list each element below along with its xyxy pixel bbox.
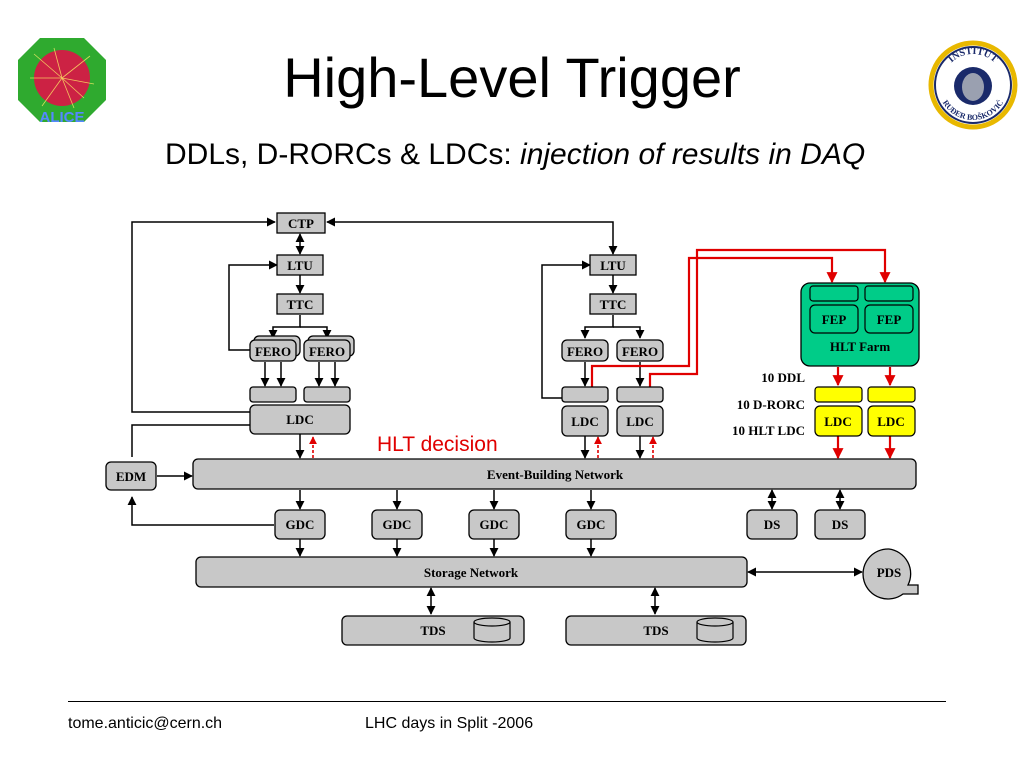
- tds-label-2: TDS: [643, 623, 668, 638]
- gdc-box-4: GDC: [565, 509, 617, 540]
- drorc-mid-2: [616, 386, 664, 403]
- alice-logo-text: ALICE: [40, 109, 85, 126]
- ltu-right-label: LTU: [600, 258, 626, 273]
- ltu-left-box: LTU: [276, 254, 324, 276]
- gdc-label-2: GDC: [383, 517, 412, 532]
- fero-box-4: FERO: [616, 339, 664, 362]
- ltu-left-label: LTU: [287, 258, 313, 273]
- gdc-box-2: GDC: [371, 509, 423, 540]
- pds-box: PDS: [862, 548, 919, 600]
- ds-label-1: DS: [764, 517, 781, 532]
- drorc-count-label: 10 D-RORC: [737, 397, 805, 412]
- ldc-left-box: LDC: [249, 404, 351, 435]
- ds-box-2: DS: [814, 509, 866, 540]
- hlt-farm-box: FEP FEP HLT Farm: [800, 282, 920, 367]
- ctp-box: CTP: [276, 212, 326, 234]
- ds-label-2: DS: [832, 517, 849, 532]
- ltu-right-box: LTU: [589, 254, 637, 276]
- svg-text:INSTITUT: INSTITUT: [946, 46, 1000, 65]
- ttc-left-label: TTC: [287, 297, 314, 312]
- ldc-hlt-box-1: LDC: [814, 405, 863, 437]
- connection-lines: [127, 217, 863, 615]
- ldc-hlt-label-2: LDC: [877, 414, 904, 429]
- irb-logo-top-text: INSTITUT: [946, 46, 1000, 65]
- storage-network-box: Storage Network: [195, 556, 748, 588]
- ldc-mid-box-1: LDC: [561, 405, 609, 437]
- slide-subtitle: DDLs, D-RORCs & LDCs: injection of resul…: [165, 138, 865, 172]
- event-building-network-box: Event-Building Network: [192, 458, 917, 490]
- fero-label-4: FERO: [622, 344, 658, 359]
- ldc-mid-label-2: LDC: [626, 414, 653, 429]
- subtitle-main: DDLs, D-RORCs & LDCs:: [165, 138, 521, 171]
- fero-box-1: FERO: [249, 335, 301, 362]
- footer-event: LHC days in Split -2006: [365, 715, 534, 732]
- drorc-left-1: [249, 386, 297, 403]
- fep-label-2: FEP: [877, 312, 902, 327]
- ttc-right-box: TTC: [589, 293, 637, 315]
- tds-box-1: TDS: [341, 615, 525, 646]
- hlt-farm-label: HLT Farm: [830, 339, 890, 354]
- alice-logo: ALICE: [18, 38, 106, 126]
- fero-label-3: FERO: [567, 344, 603, 359]
- ldc-left-label: LDC: [286, 412, 313, 427]
- pds-label: PDS: [877, 565, 902, 580]
- ldc-mid-label-1: LDC: [571, 414, 598, 429]
- subtitle-italic: injection of results in DAQ: [520, 138, 866, 171]
- fero-box-3: FERO: [561, 339, 609, 362]
- event-building-network-label: Event-Building Network: [487, 467, 624, 482]
- ddl-count-label: 10 DDL: [761, 370, 805, 385]
- footer-email: tome.anticic@cern.ch: [68, 715, 223, 732]
- irb-logo: INSTITUT RUĐER BOŠKOVIĆ: [928, 40, 1018, 130]
- disk-icon: [696, 617, 734, 643]
- ldc-mid-box-2: LDC: [616, 405, 664, 437]
- ctp-label: CTP: [288, 216, 314, 231]
- fep-label-1: FEP: [822, 312, 847, 327]
- fero-label-2: FERO: [309, 344, 345, 359]
- slide-title: High-Level Trigger: [283, 46, 741, 109]
- fero-box-2: FERO: [303, 335, 355, 362]
- gdc-box-3: GDC: [468, 509, 520, 540]
- edm-label: EDM: [116, 469, 146, 484]
- drorc-mid-1: [561, 386, 609, 403]
- hlt-ldc-count-label: 10 HLT LDC: [732, 423, 805, 438]
- gdc-label-1: GDC: [286, 517, 315, 532]
- hlt-red-lines: [309, 248, 896, 460]
- drorc-hlt-1: [814, 386, 863, 403]
- hlt-decision-label: HLT decision: [377, 433, 498, 456]
- gdc-label-3: GDC: [480, 517, 509, 532]
- fero-label-1: FERO: [255, 344, 291, 359]
- ldc-hlt-label-1: LDC: [824, 414, 851, 429]
- gdc-box-1: GDC: [274, 509, 326, 540]
- drorc-left-2: [303, 386, 351, 403]
- ds-box-1: DS: [746, 509, 798, 540]
- ldc-hlt-box-2: LDC: [867, 405, 916, 437]
- edm-box: EDM: [105, 461, 157, 491]
- tds-box-2: TDS: [565, 615, 747, 646]
- footer-rule: [68, 701, 946, 702]
- tds-label-1: TDS: [420, 623, 445, 638]
- ttc-left-box: TTC: [276, 293, 324, 315]
- storage-network-label: Storage Network: [424, 565, 519, 580]
- drorc-hlt-2: [867, 386, 916, 403]
- gdc-label-4: GDC: [577, 517, 606, 532]
- ttc-right-label: TTC: [600, 297, 627, 312]
- disk-icon: [473, 617, 511, 643]
